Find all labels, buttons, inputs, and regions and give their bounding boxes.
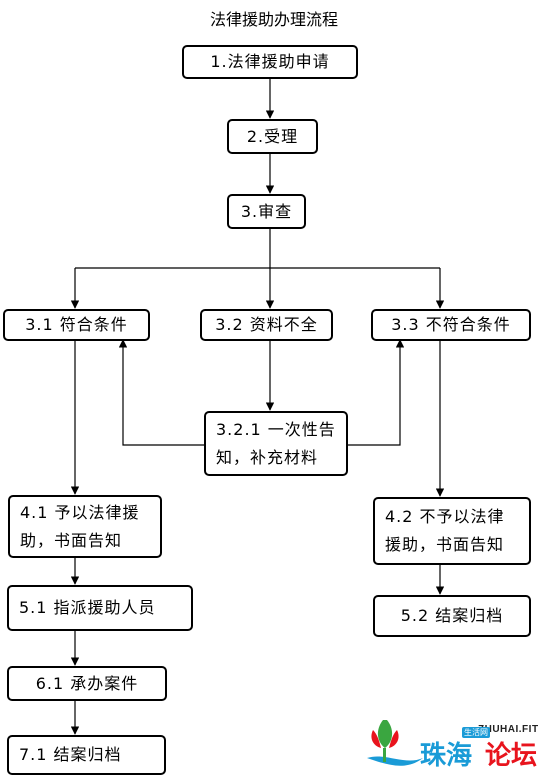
arrow-3.2.1-to-3.3 — [347, 339, 405, 446]
node-5.2-close-archive: 5.2 结案归档 — [373, 595, 531, 637]
node-4.2-deny-aid: 4.2 不予以法律 援助，书面告知 — [373, 497, 531, 565]
watermark-city: 珠海 — [420, 741, 473, 771]
diagram-title: 法律援助办理流程 — [209, 10, 338, 29]
arrow-3.2.1-to-3.1 — [118, 339, 205, 446]
watermark-forum: 论坛 — [485, 741, 538, 771]
node-3.3-ineligible: 3.3 不符合条件 — [371, 309, 531, 341]
node-4.1-grant-aid: 4.1 予以法律援 助，书面告知 — [8, 495, 162, 558]
node-5.1-assign-staff: 5.1 指派援助人员 — [7, 585, 193, 631]
node-2-accept: 2.受理 — [227, 119, 318, 154]
node-3.2.1-notify-supplement: 3.2.1 一次性告 知，补充材料 — [204, 411, 348, 476]
node-6.1-handle-case: 6.1 承办案件 — [7, 666, 167, 701]
node-3.2-incomplete: 3.2 资料不全 — [200, 309, 333, 341]
watermark-tag: 生活网 — [462, 727, 490, 738]
node-3.1-eligible: 3.1 符合条件 — [3, 309, 150, 341]
watermark-site: ZHUHAI.FIT — [478, 724, 539, 735]
node-3-review: 3.审查 — [227, 194, 306, 229]
node-1-apply: 1.法律援助申请 — [182, 45, 358, 79]
zhuhai-forum-logo — [367, 720, 423, 766]
lotus-icon — [367, 720, 423, 766]
node-7.1-close-archive: 7.1 结案归档 — [7, 735, 166, 775]
